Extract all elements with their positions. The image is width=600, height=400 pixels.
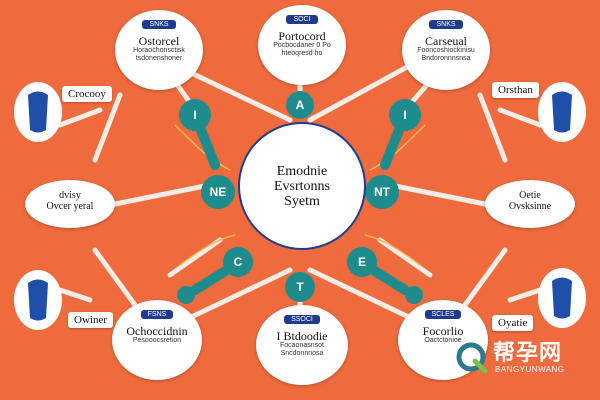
side-oval-line2: Ovsksinne	[508, 201, 552, 212]
face-bottom-right-icon	[552, 277, 572, 319]
badge: SSOCI	[284, 315, 320, 324]
node-label-mid-right: NT	[374, 185, 390, 199]
badge: FSNS	[140, 310, 174, 319]
oval-subtitle: Pesooocsretion	[132, 337, 182, 344]
badge: SCLES	[424, 310, 462, 319]
oval-title: Portocord	[278, 29, 326, 43]
node-low-right[interactable]	[347, 247, 377, 277]
badge: SNKS	[142, 20, 176, 29]
logo-text-cn: 帮孕网	[493, 341, 563, 366]
face-bottom-left-icon	[28, 279, 48, 321]
oval-top-left[interactable]: SNKS Ostorcel Horaochonsctisk tsdonensho…	[115, 10, 203, 90]
node-label-bottom-center: T	[296, 280, 304, 294]
center-system-circle[interactable]: Emodnie Evsrtonns Syetm	[238, 122, 366, 250]
oval-title: Ochoccidnin	[126, 324, 188, 338]
oval-subtitle: Focaonasnsot Sncdonnnosa	[280, 342, 324, 357]
node-top-right[interactable]	[389, 99, 421, 131]
oval-top-right[interactable]: SNKS Carseual Fooncoshiockinisu Bndoronn…	[402, 10, 490, 90]
node-label-mid-left: NE	[209, 185, 227, 199]
oval-subtitle: Pocbocdaner 0 Po hteoqresd ho	[273, 42, 331, 57]
side-oval-line2: Ovcer yeral	[46, 201, 94, 212]
center-line-2: Evsrtonns	[274, 179, 330, 194]
face-top-right-icon	[552, 91, 572, 133]
tag-bottom-left[interactable]: Owiner	[68, 312, 113, 328]
watermark-logo: 帮孕网 BANGYUNWANG	[455, 335, 595, 385]
badge: SNKS	[429, 20, 463, 29]
face-top-left-icon	[28, 91, 48, 133]
node-label-low-right: E	[357, 255, 366, 269]
oval-title: I Btdoodie	[276, 329, 328, 343]
logo-text-en: BANGYUNWANG	[495, 365, 565, 374]
node-bottom-center[interactable]	[285, 272, 315, 302]
node-label-low-left: C	[233, 255, 243, 269]
node-low-left[interactable]	[223, 247, 253, 277]
teal-nodes	[177, 91, 423, 304]
badge: SOCI	[286, 15, 318, 24]
face-icons	[14, 82, 586, 330]
node-top-center[interactable]	[286, 91, 314, 119]
oval-bottom-center[interactable]: SSOCI I Btdoodie Focaonasnsot Sncdonnnos…	[256, 305, 348, 385]
node-label-top-right: I	[403, 108, 407, 122]
oval-subtitle: Oactctonioe	[424, 337, 462, 344]
node-label-top-center: A	[295, 98, 305, 112]
oval-subtitle: Fooncoshiockinisu Bndoronnnsnsa	[417, 47, 475, 62]
oval-title: Focorlio	[422, 324, 464, 338]
center-line-1: Emodnie	[276, 164, 328, 179]
oval-side-right[interactable]: Oetie Ovsksinne	[485, 180, 575, 228]
tag-bottom-right[interactable]: Oyatie	[492, 315, 534, 331]
node-label-top-left: I	[193, 108, 197, 122]
center-line-3: Syetm	[284, 194, 320, 209]
oval-side-left[interactable]: dvisy Ovcer yeral	[25, 180, 115, 228]
oval-bottom-right[interactable]: SCLES Focorlio Oactctonioe	[398, 300, 488, 380]
oval-subtitle: Horaochonsctisk tsdonenshoner	[133, 47, 185, 62]
side-oval-line1: Oetie	[519, 190, 541, 201]
tag-top-right[interactable]: Orsthan	[492, 82, 539, 98]
node-mid-right[interactable]	[365, 175, 399, 209]
oval-title: Ostorcel	[138, 34, 180, 48]
node-small-right	[405, 286, 423, 304]
tag-top-left[interactable]: Crocooy	[62, 86, 112, 102]
node-small-left	[177, 286, 195, 304]
swirl-lines	[174, 124, 426, 266]
oval-bottom-left[interactable]: FSNS Ochoccidnin Pesooocsretion	[112, 300, 202, 380]
oval-title: Carseual	[425, 34, 467, 48]
node-mid-left[interactable]	[201, 175, 235, 209]
oval-top-center[interactable]: SOCI Portocord Pocbocdaner 0 Po hteoqres…	[258, 5, 346, 85]
logo-q-icon	[456, 342, 488, 374]
node-top-left[interactable]	[179, 99, 211, 131]
side-oval-line1: dvisy	[59, 190, 81, 201]
